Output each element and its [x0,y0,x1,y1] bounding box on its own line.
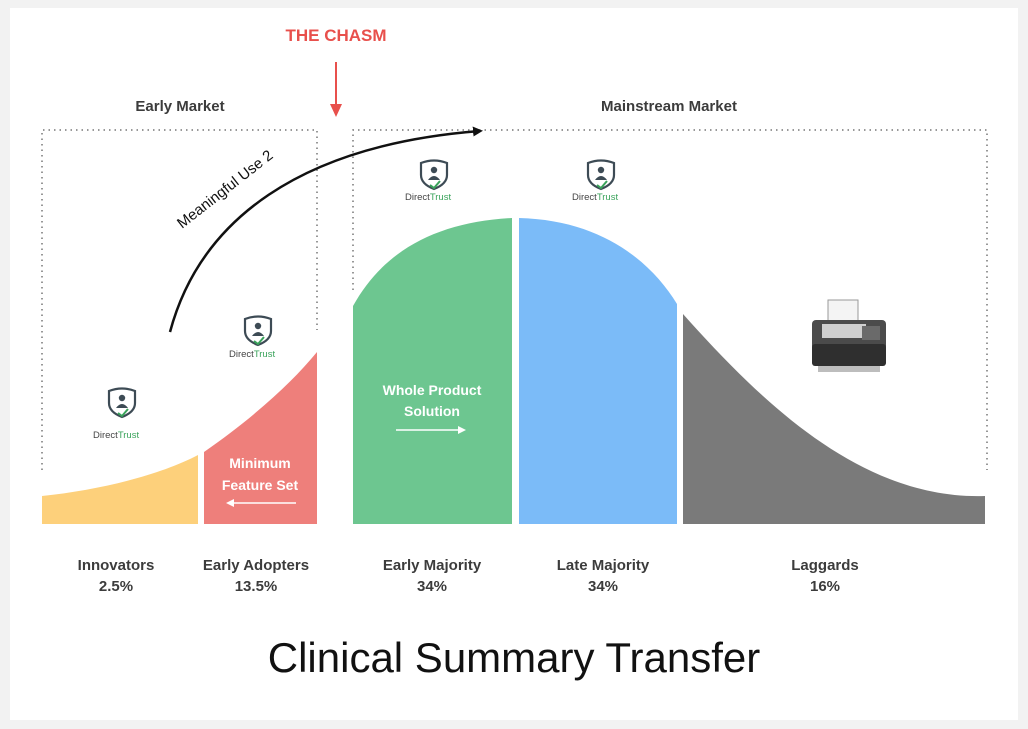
whole-product-line1: Whole Product [383,382,482,398]
feature-set-line2: Feature Set [222,477,299,493]
segment-label-early-majority: Early Majority 34% [383,557,482,595]
segment-percent: 16% [810,578,840,595]
shield-icon [586,159,616,191]
segment-label-early-adopters: Early Adopters 13.5% [203,557,309,595]
segment-area-innovators [42,455,198,524]
segment-percent: 13.5% [235,578,278,595]
whole-product-line2: Solution [404,403,460,419]
segment-label-innovators: Innovators 2.5% [78,557,155,595]
early-market-label: Early Market [135,98,224,115]
fax-machine-icon [812,299,886,372]
chasm-arrow-head [330,104,342,117]
segment-percent: 34% [588,578,618,595]
svg-text:DirectTrust: DirectTrust [572,192,618,203]
meaningful-use-label: Meaningful Use 2 [174,147,276,232]
segment-name: Late Majority [557,557,650,574]
directtrust-logo-late-majority: DirectTrust [572,159,618,203]
segment-name: Early Adopters [203,557,309,574]
svg-text:DirectTrust: DirectTrust [405,192,451,203]
feature-set-line1: Minimum [229,455,290,471]
diagram-canvas: Early Market Mainstream Market THE CHASM… [10,8,1018,720]
segment-label-late-majority: Late Majority 34% [557,557,650,595]
early-market-box [41,129,318,470]
segment-area-early-majority [353,218,512,524]
shield-icon [243,315,273,347]
segment-area-late-majority [519,218,677,524]
directtrust-logo-early-adopters: DirectTrust [229,315,275,360]
diagram-title: Clinical Summary Transfer [268,634,760,681]
segment-area-laggards [683,314,985,524]
segment-percent: 34% [417,578,447,595]
segment-percent: 2.5% [99,578,133,595]
chasm-label: THE CHASM [285,26,386,45]
segment-name: Innovators [78,557,155,574]
segment-label-laggards: Laggards 16% [791,557,859,595]
mainstream-market-label: Mainstream Market [601,98,737,115]
svg-text:DirectTrust: DirectTrust [93,430,139,441]
shield-icon [419,159,449,191]
meaningful-use-arrow [168,126,483,333]
mainstream-market-box [352,129,988,470]
svg-text:DirectTrust: DirectTrust [229,349,275,360]
directtrust-logo-innovators: DirectTrust [93,387,139,441]
segment-name: Laggards [791,557,859,574]
segment-area-early-adopters [204,352,317,524]
directtrust-logo-early-majority: DirectTrust [405,159,451,203]
shield-icon [107,387,137,419]
segment-name: Early Majority [383,557,482,574]
